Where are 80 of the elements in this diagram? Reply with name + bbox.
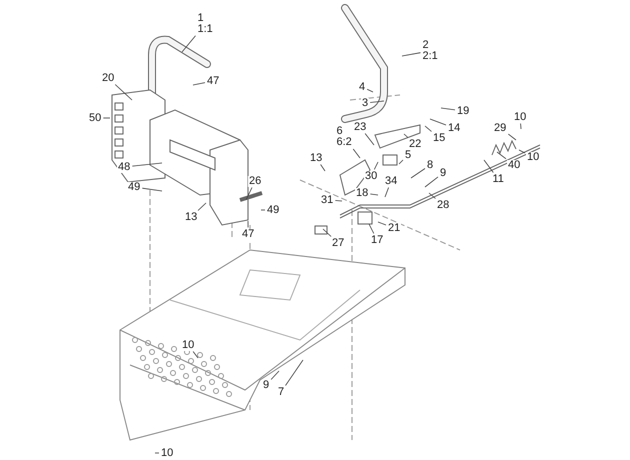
callout-number: 5: [404, 150, 412, 160]
leader-line: [246, 187, 252, 200]
leader-line: [154, 452, 160, 454]
callout-number: 7: [277, 386, 286, 398]
leader-line: [370, 194, 378, 196]
callout-number: 47: [241, 228, 256, 240]
callout-number: 26: [248, 176, 262, 186]
callout-number: 40: [507, 160, 522, 170]
leader-line: [428, 192, 436, 199]
callout-number: 13: [309, 152, 324, 164]
leader-line: [320, 164, 326, 172]
callout-number: 8: [426, 160, 434, 170]
leader-line: [142, 188, 162, 192]
callout-number: 31: [320, 194, 334, 206]
leader-line: [430, 118, 446, 126]
callout-number: 10: [160, 448, 174, 458]
callout-number: 13: [184, 212, 198, 222]
callout-number: 10: [526, 152, 540, 162]
callout-number: 19: [456, 106, 470, 116]
leader-line: [182, 35, 196, 52]
leader-line: [402, 52, 421, 56]
leader-line: [370, 100, 384, 103]
callout-number: 48: [117, 162, 132, 172]
leader-line: [508, 134, 516, 140]
callout-number: 21: [387, 222, 402, 234]
leader-line: [285, 360, 304, 386]
leader-line: [520, 123, 522, 130]
callout-number: 27: [331, 238, 346, 248]
callout-number: 4: [358, 82, 366, 92]
callout-number: 14: [447, 122, 462, 134]
callout-number: 18: [355, 188, 370, 198]
leader-line: [270, 370, 280, 380]
leader-line: [198, 202, 206, 211]
leader-line: [378, 222, 386, 226]
callout-number: 49: [266, 204, 280, 216]
callout-number: 15: [432, 132, 446, 144]
view-ratio-label: 6:2: [336, 137, 352, 148]
leader-line: [374, 162, 378, 170]
leader-line: [368, 224, 374, 234]
callout-number: 28: [436, 200, 450, 210]
callout-number: 6: [336, 126, 344, 137]
leader-line: [440, 108, 456, 110]
leader-line: [424, 126, 432, 132]
callout-number: 29: [493, 122, 508, 134]
callout-number: 3: [361, 98, 370, 108]
leader-line: [364, 133, 374, 146]
leader-line: [132, 162, 162, 166]
leader-line: [114, 84, 132, 100]
callout-number: 10: [513, 112, 528, 122]
leader-line: [384, 187, 389, 198]
callout-number: 47: [206, 76, 220, 86]
callout-number: 30: [364, 170, 378, 182]
callout-number: 17: [370, 234, 384, 246]
callout-number: 20: [101, 72, 116, 84]
leader-line: [352, 148, 360, 158]
callout-number: 10: [181, 340, 196, 350]
leader-line: [484, 160, 494, 173]
leader-line: [192, 82, 206, 86]
leader-line: [366, 88, 374, 92]
leader-line: [398, 160, 404, 164]
leader-line: [424, 176, 438, 188]
callout-number: 11: [492, 174, 505, 184]
callout-number: 34: [384, 176, 398, 186]
callout-number: 50: [88, 112, 102, 124]
leader-line: [496, 152, 506, 160]
callout-number: 2: [422, 40, 430, 51]
callout-number: 23: [353, 122, 368, 132]
leader-line: [192, 351, 198, 358]
leader-line: [334, 200, 342, 202]
callout-number: 49: [127, 182, 142, 192]
view-ratio-label: 1:1: [198, 24, 213, 35]
callout-number: 9: [439, 168, 448, 178]
leader-line: [518, 150, 526, 154]
leader-line: [404, 134, 408, 138]
callout-number: 9: [262, 380, 270, 390]
leader-line: [322, 228, 332, 237]
view-ratio-label: 2:1: [422, 51, 438, 62]
callout-number: 1: [198, 13, 205, 24]
callout-number: 22: [408, 138, 422, 150]
leader-line: [410, 168, 426, 178]
